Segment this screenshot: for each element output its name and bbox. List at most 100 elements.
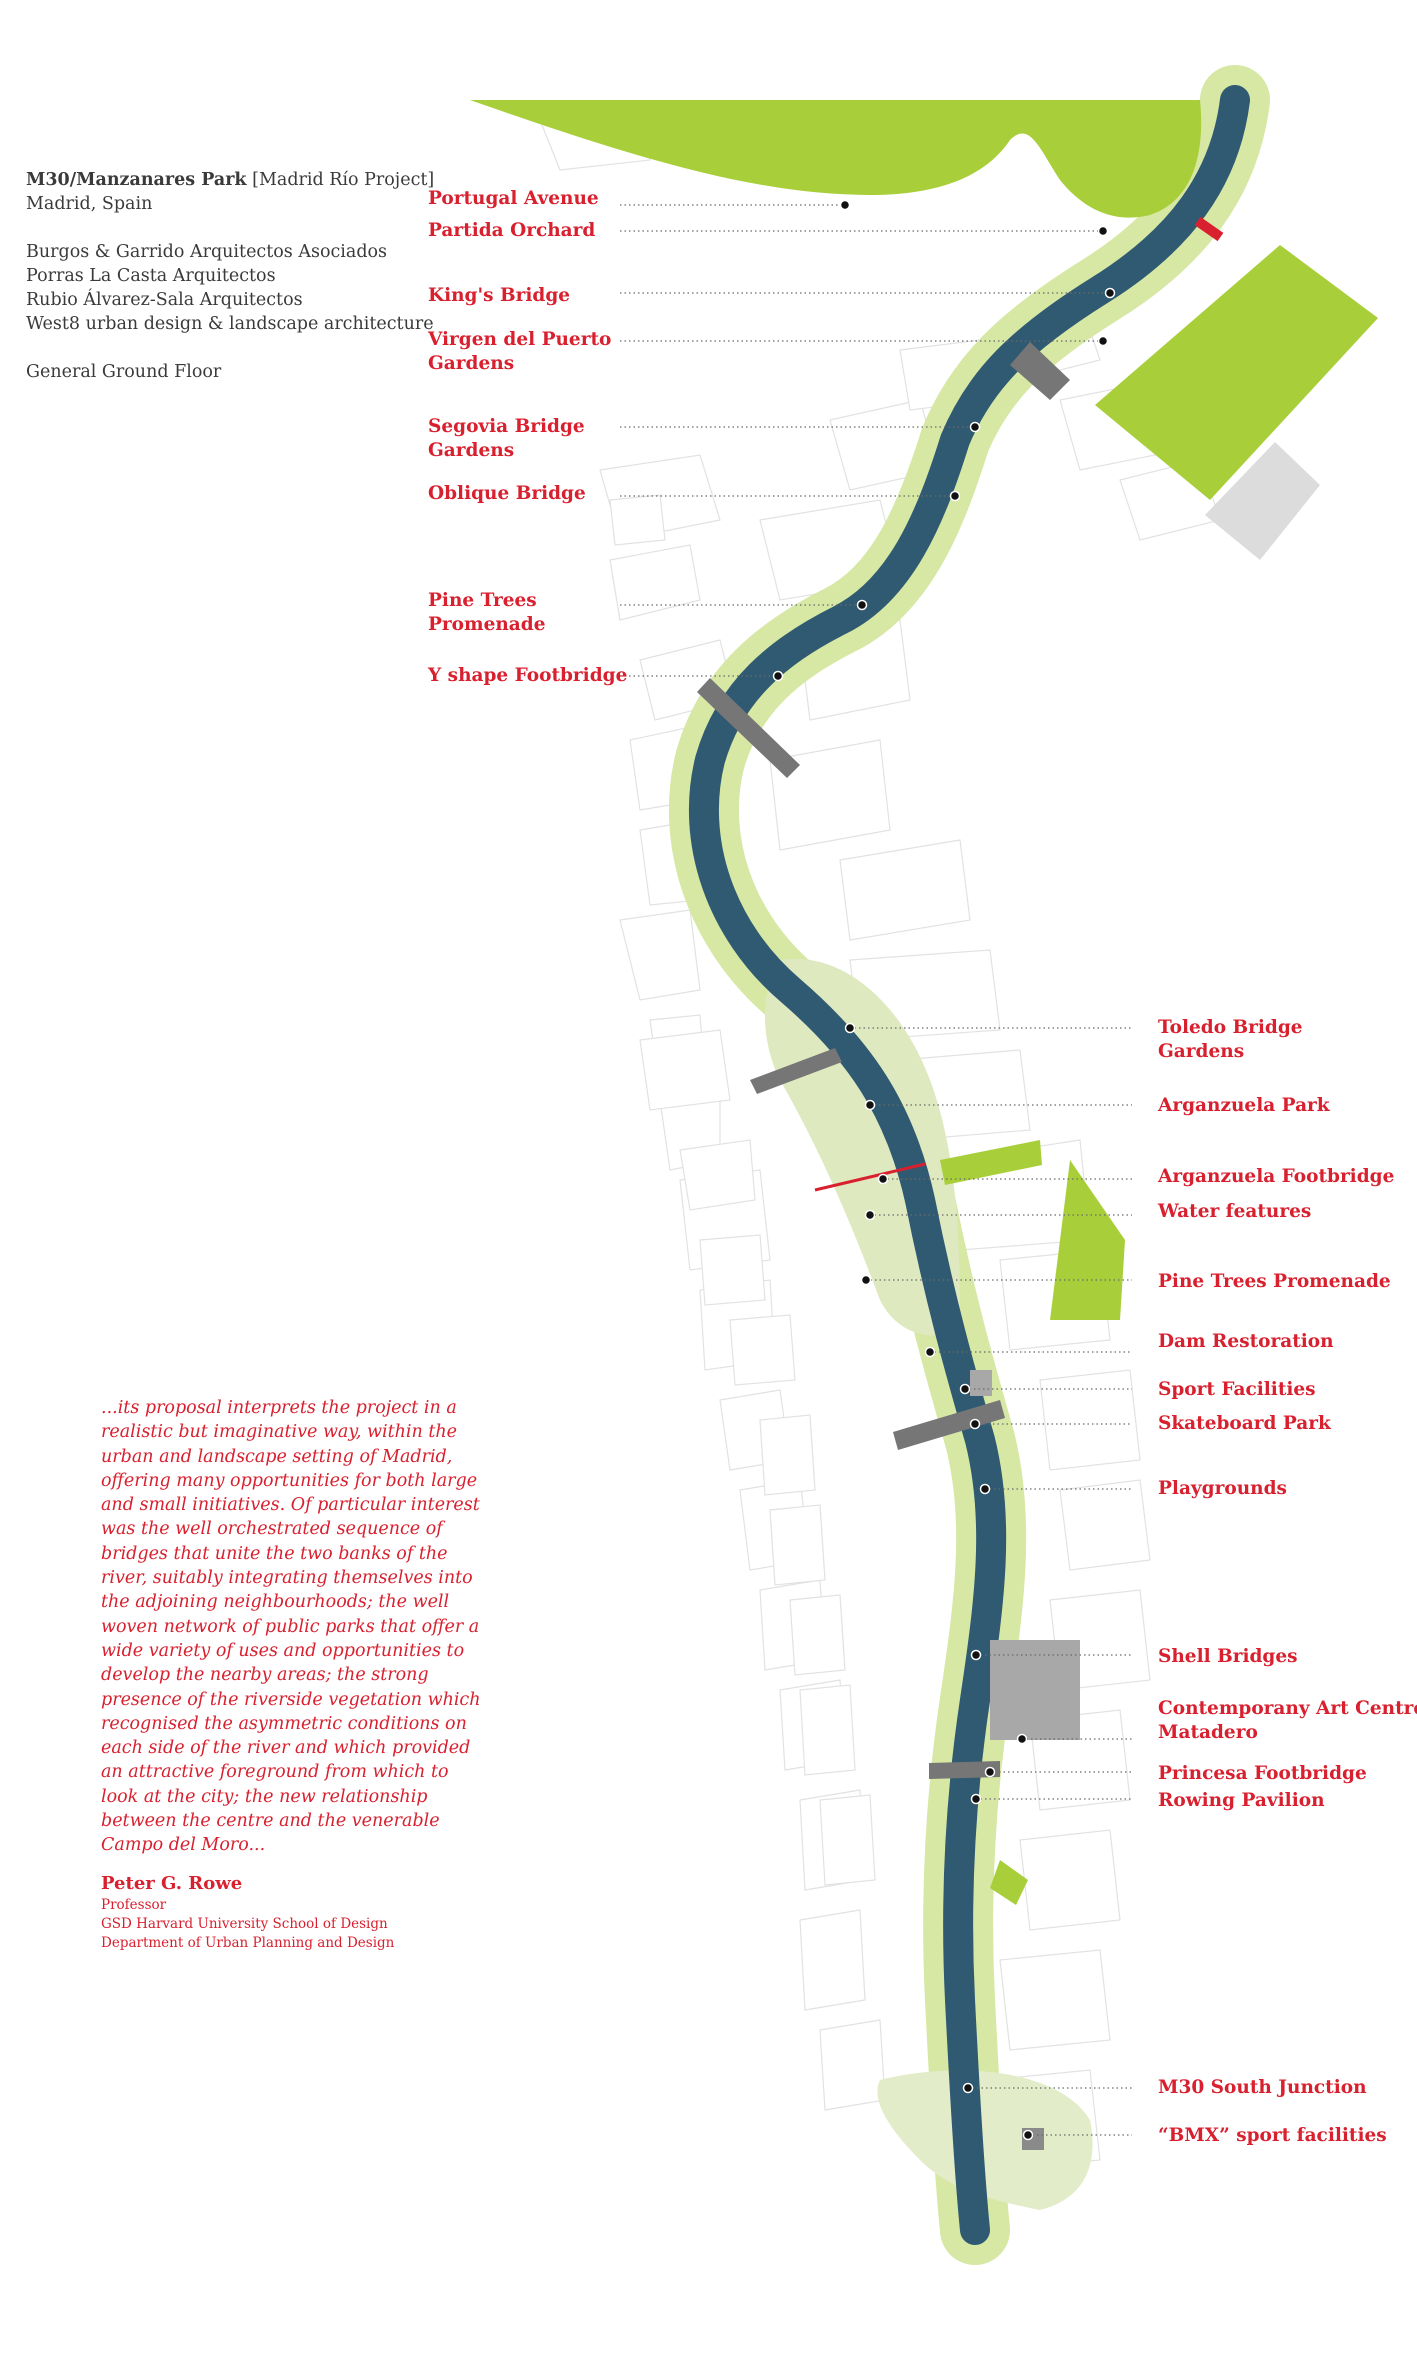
left-label-line: Promenade [428, 614, 546, 635]
south-park-zone [877, 2070, 1093, 2210]
location-marker [949, 490, 961, 502]
right-label-6: Sport Facilities [1158, 1378, 1316, 1402]
quote-author: Peter G. Rowe [101, 1873, 243, 1894]
left-label-5: Oblique Bridge [428, 482, 586, 506]
left-label-line: Oblique Bridge [428, 483, 586, 504]
location-marker [856, 599, 868, 611]
location-marker [984, 1766, 996, 1778]
right-label-5: Dam Restoration [1158, 1330, 1334, 1354]
location-marker [979, 1483, 991, 1495]
left-label-line: Segovia Bridge [428, 416, 585, 437]
project-title: M30/Manzanares Park [26, 170, 247, 190]
right-label-line: Sport Facilities [1158, 1379, 1316, 1400]
right-label-line: Rowing Pavilion [1158, 1790, 1325, 1811]
right-label-line: Arganzuela Footbridge [1158, 1166, 1395, 1187]
right-label-line: Matadero [1158, 1722, 1258, 1743]
left-label-1: Partida Orchard [428, 219, 595, 243]
right-label-11: Princesa Footbridge [1158, 1762, 1367, 1786]
plan-name: General Ground Floor [26, 362, 222, 382]
left-label-line: Portugal Avenue [428, 188, 599, 209]
architect-3: Rubio Álvarez-Sala Arquitectos [26, 290, 303, 310]
casa-de-campo-park [470, 100, 1202, 218]
right-label-line: Playgrounds [1158, 1478, 1287, 1499]
right-label-line: Water features [1158, 1201, 1312, 1222]
location-marker [959, 1383, 971, 1395]
right-label-line: Toledo Bridge [1158, 1017, 1303, 1038]
location-marker [1104, 287, 1116, 299]
project-location: Madrid, Spain [26, 194, 153, 214]
small-green-park-1 [940, 1140, 1042, 1185]
road-bridges [697, 342, 1070, 1779]
location-marker [860, 1274, 872, 1286]
project-info: M30/Manzanares Park [Madrid Río Project]… [26, 168, 446, 384]
location-marker [772, 670, 784, 682]
left-label-line: Gardens [428, 353, 515, 374]
location-marker [969, 421, 981, 433]
architect-2: Porras La Casta Arquitectos [26, 266, 276, 286]
manzanares-river [689, 85, 1250, 2245]
right-label-1: Arganzuela Park [1158, 1094, 1330, 1118]
left-label-line: Y shape Footbridge [428, 665, 628, 686]
right-label-line: Arganzuela Park [1158, 1095, 1330, 1116]
arganzuela-footbridge-line [814, 1162, 926, 1192]
location-marker [1016, 1733, 1028, 1745]
right-label-14: “BMX” sport facilities [1158, 2124, 1387, 2148]
location-marker [962, 2082, 974, 2094]
right-label-9: Shell Bridges [1158, 1645, 1298, 1669]
right-label-13: M30 South Junction [1158, 2076, 1367, 2100]
right-label-2: Arganzuela Footbridge [1158, 1165, 1394, 1189]
left-label-line: Partida Orchard [428, 220, 596, 241]
right-label-line: Pine Trees Promenade [1158, 1271, 1391, 1292]
right-label-3: Water features [1158, 1200, 1311, 1224]
location-marker [970, 1649, 982, 1661]
project-title-suffix: [Madrid Río Project] [252, 170, 435, 190]
jury-quote: ...its proposal interprets the project i… [101, 1398, 481, 1856]
left-label-line: Virgen del Puerto [428, 329, 612, 350]
location-marker [864, 1209, 876, 1221]
right-label-7: Skateboard Park [1158, 1412, 1331, 1436]
quote-author-title: Professor [101, 1897, 167, 1913]
location-marker [970, 1793, 982, 1805]
small-green-park-3 [990, 1860, 1028, 1905]
location-marker [844, 1022, 856, 1034]
right-label-line: Contemporany Art Centre [1158, 1698, 1417, 1719]
location-marker [877, 1173, 889, 1185]
left-label-line: Gardens [428, 440, 515, 461]
gray-block-area [1205, 442, 1320, 560]
right-label-4: Pine Trees Promenade [1158, 1270, 1391, 1294]
right-label-8: Playgrounds [1158, 1477, 1287, 1501]
left-label-2: King's Bridge [428, 284, 570, 308]
location-marker [1097, 335, 1109, 347]
location-marker [924, 1346, 936, 1358]
quote-author-dept: Department of Urban Planning and Design [101, 1935, 395, 1951]
location-marker [969, 1418, 981, 1430]
red-bridge-north [1194, 216, 1224, 242]
left-label-line: King's Bridge [428, 285, 571, 306]
architect-1: Burgos & Garrido Arquitectos Asociados [26, 242, 388, 262]
right-label-line: Skateboard Park [1158, 1413, 1331, 1434]
location-marker [1097, 225, 1109, 237]
location-marker [839, 199, 851, 211]
left-label-7: Y shape Footbridge [428, 664, 627, 688]
city-blocks [539, 114, 1221, 2171]
right-label-line: Shell Bridges [1158, 1646, 1298, 1667]
right-label-line: Gardens [1158, 1041, 1245, 1062]
campo-del-moro-park [1095, 245, 1378, 500]
location-marker [864, 1099, 876, 1111]
right-label-line: Princesa Footbridge [1158, 1763, 1367, 1784]
right-label-line: M30 South Junction [1158, 2077, 1367, 2098]
architect-4: West8 urban design & landscape architect… [26, 314, 434, 334]
arganzuela-park-zone [765, 958, 960, 1336]
right-label-12: Rowing Pavilion [1158, 1789, 1325, 1813]
quote-author-org: GSD Harvard University School of Design [101, 1916, 388, 1932]
location-marker [1022, 2129, 1034, 2141]
right-label-line: “BMX” sport facilities [1158, 2125, 1387, 2146]
left-label-0: Portugal Avenue [428, 187, 599, 211]
left-label-line: Pine Trees [428, 590, 537, 611]
